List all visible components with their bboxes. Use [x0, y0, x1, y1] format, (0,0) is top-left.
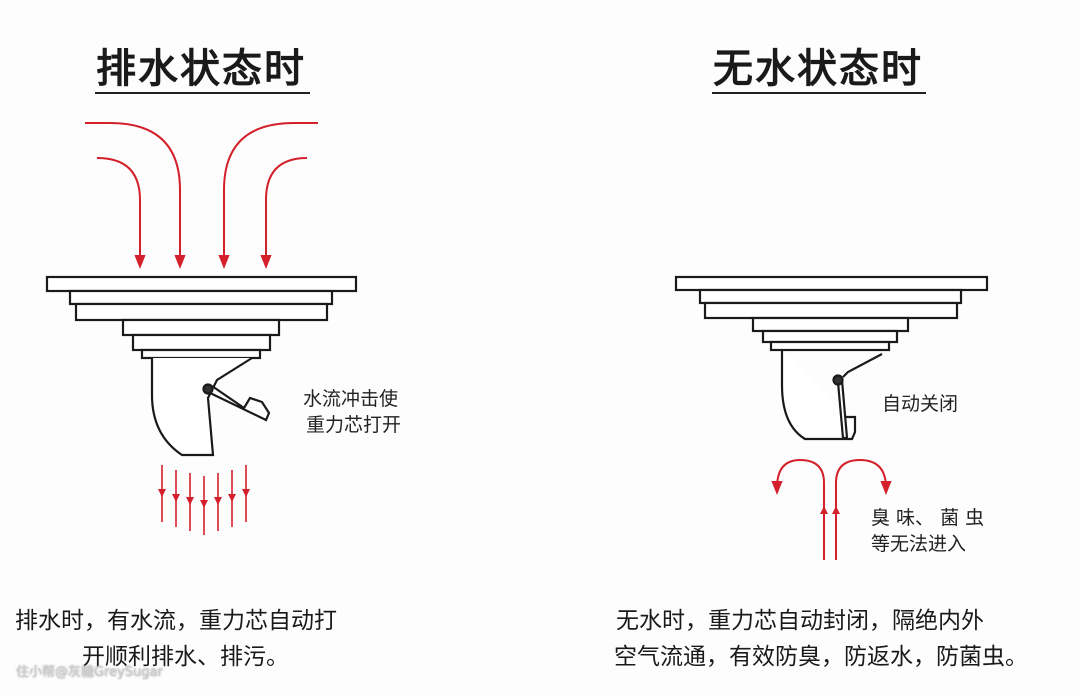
inflow-arrows — [85, 122, 318, 269]
pivot — [832, 374, 844, 386]
outflow-arrows — [158, 465, 250, 535]
left-caption-line2: 开顺利排水、排污。 — [82, 644, 289, 670]
drain-body — [780, 350, 883, 441]
left-title-underline — [95, 92, 310, 94]
left-annotation-line1: 水流冲击使 — [303, 388, 399, 410]
inflow-arrow — [218, 122, 318, 269]
gravity-core-flap — [836, 379, 849, 440]
blocked-arrow — [771, 458, 825, 560]
right-annotation2-line1: 臭 味、 菌 虫 — [871, 507, 985, 529]
blocked-arrow — [835, 458, 892, 560]
right-annotation2-line2: 等无法进入 — [871, 533, 967, 555]
drain-body — [150, 357, 253, 457]
inflow-arrow — [260, 157, 308, 269]
left-title: 排水状态时 — [96, 46, 306, 92]
floor-drain-closed — [674, 275, 989, 441]
pivot — [202, 383, 214, 395]
floor-drain-open — [45, 275, 358, 457]
watermark: 住小帮@灰糖GreySugar — [16, 665, 163, 680]
inflow-arrow — [96, 157, 146, 269]
gravity-core-flap — [207, 385, 271, 422]
inflow-arrow — [85, 122, 186, 269]
right-annotation: 自动关闭 — [882, 393, 959, 415]
right-caption-line1: 无水时，重力芯自动封闭，隔绝内外 — [616, 608, 984, 634]
left-annotation-line2: 重力芯打开 — [306, 414, 402, 436]
right-title-underline — [712, 92, 926, 94]
right-title: 无水状态时 — [713, 46, 923, 92]
left-caption-line1: 排水时，有水流，重力芯自动打 — [15, 608, 337, 634]
right-caption-line2: 空气流通，有效防臭，防返水，防菌虫。 — [614, 644, 1028, 670]
blocked-odor-arrows — [771, 458, 892, 560]
